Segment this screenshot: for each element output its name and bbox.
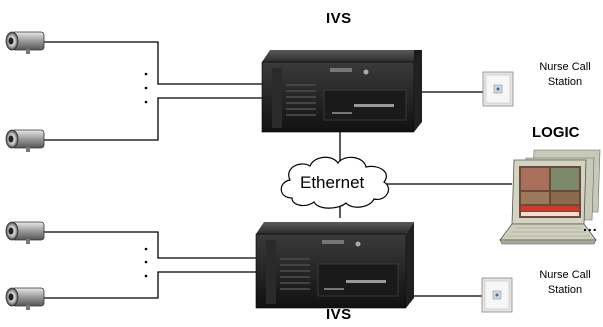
- cloud-icon: [280, 156, 389, 209]
- dvr-unit-icon: [255, 222, 414, 309]
- more-laptops-ellipsis: ...: [583, 218, 598, 234]
- connection-lines: [42, 41, 512, 299]
- ethernet-label: Ethernet: [300, 173, 365, 192]
- camera-ellipsis-bottom: [144, 247, 148, 278]
- nurse-call-panel-icon: [482, 71, 514, 107]
- camera-icon: [5, 129, 45, 152]
- nurse-call-bottom-label: Nurse Call Station: [539, 269, 591, 296]
- nurse-call-panel-icon: [481, 277, 513, 313]
- ivs-bottom-label: IVS: [326, 306, 352, 323]
- laptop-icon: [499, 149, 601, 245]
- nurse-call-top-label: Nurse Call Station: [539, 61, 591, 88]
- dvr-unit-icon: [261, 50, 422, 133]
- ivs-top-label: IVS: [326, 10, 352, 27]
- logic-label: LOGIC: [532, 124, 580, 141]
- camera-icon: [5, 221, 45, 244]
- camera-ellipsis-top: [144, 72, 148, 104]
- camera-icon: [5, 287, 45, 310]
- camera-icon: [5, 31, 45, 54]
